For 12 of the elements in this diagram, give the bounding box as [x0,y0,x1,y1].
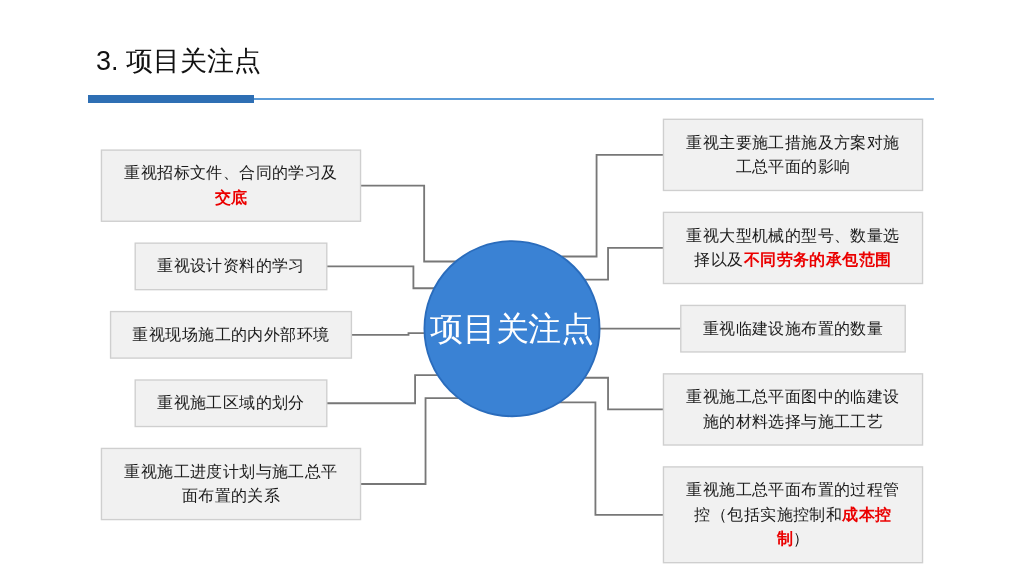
node-box: 重视施工总平面图中的临建设施的材料选择与施工工艺 [662,373,924,446]
node-box: 重视临建设施布置的数量 [680,304,906,353]
node-circle: 项目关注点 [423,240,601,418]
node-box: 重视施工总平面布置的过程管控（包括实施控制和成本控制） [662,466,924,564]
node-box: 重视施工区域的划分 [134,379,328,428]
slide-title: 3. 项目关注点 [96,45,262,78]
node-box: 重视招标文件、合同的学习及交底 [100,149,362,222]
node-box: 重视设计资料的学习 [134,242,328,291]
node-box: 重视主要施工措施及方案对施工总平面的影响 [662,118,924,192]
node-box: 重视施工进度计划与施工总平面布置的关系 [100,447,362,521]
node-box: 重视现场施工的内外部环境 [109,310,353,359]
node-box: 重视大型机械的型号、数量选择以及不同劳务的承包范围 [662,211,924,285]
